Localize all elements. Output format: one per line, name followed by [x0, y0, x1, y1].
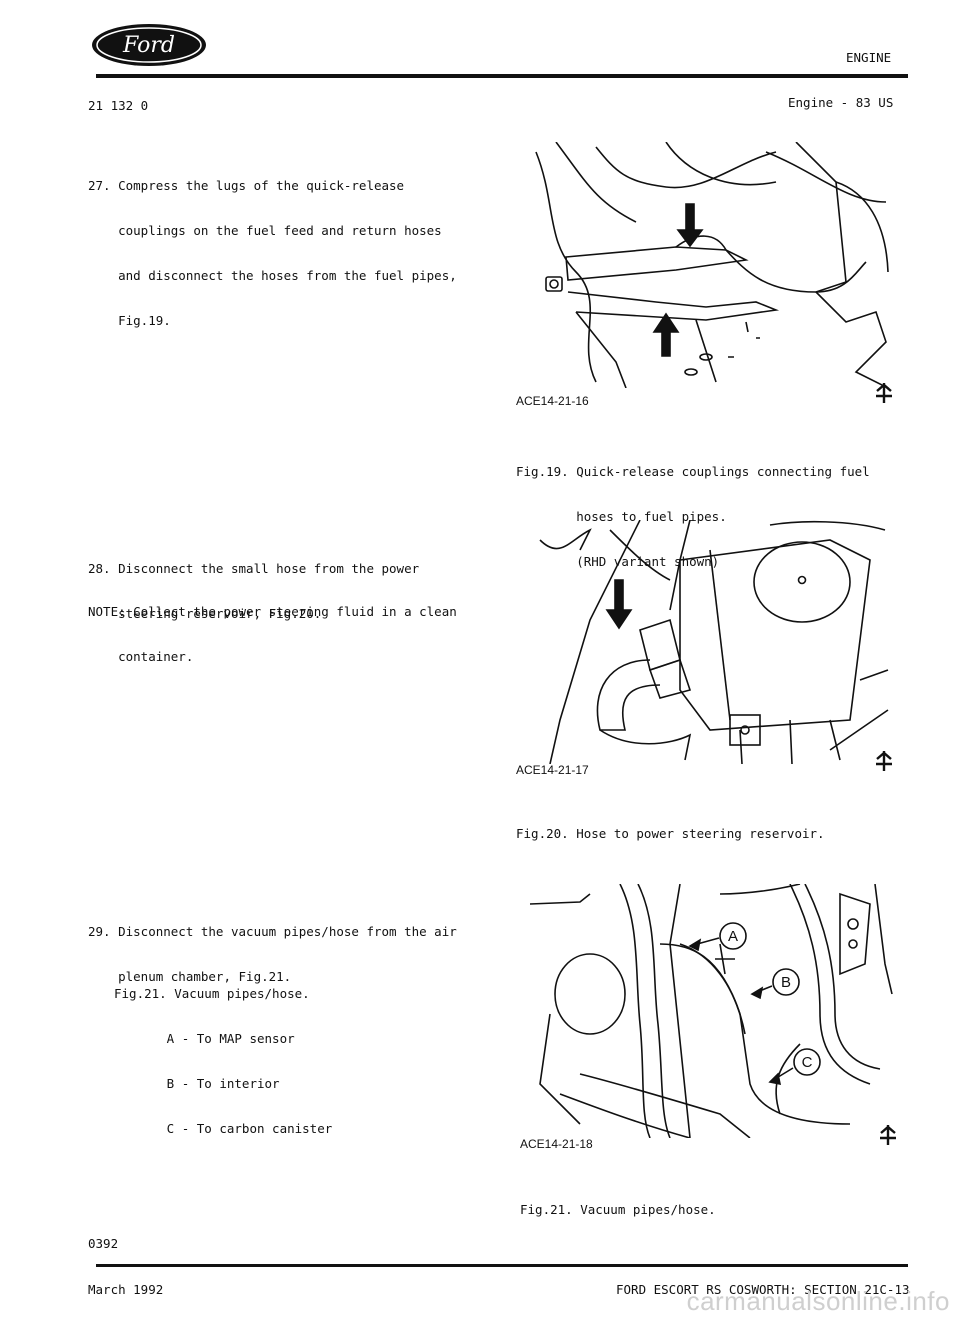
figure-19-ref: ACE14-21-16 [516, 394, 589, 408]
callout-c-label: C [802, 1054, 813, 1071]
step-line: 28. Disconnect the small hose from the p… [88, 561, 420, 576]
ford-logo: Ford [90, 22, 208, 68]
figure-19-caption: Fig.19. Quick-release couplings connecti… [516, 434, 906, 584]
front-arrow-icon [878, 1124, 898, 1146]
section-title: ENGINE [846, 50, 892, 65]
figure-19-illustration [516, 141, 904, 389]
figure-20-illustration [530, 519, 890, 765]
footer-title: FORD ESCORT RS COSWORTH: SECTION 21C-13 [616, 1282, 910, 1297]
footer-date: March 1992 [88, 1282, 164, 1297]
caption-line: hoses to fuel pipes. [516, 509, 727, 524]
ford-logo-text: Ford [122, 33, 175, 58]
footer-rule [96, 1264, 908, 1267]
step-28: 28. Disconnect the small hose from the p… [88, 531, 498, 636]
caption-line: Fig.20. Hose to power steering reservoir… [516, 826, 825, 841]
page-number: 0392 [88, 1236, 119, 1251]
legend-line: C - To carbon canister [114, 1121, 333, 1136]
note: NOTE: Collect the power steering fluid i… [88, 574, 498, 679]
legend-line: Fig.21. Vacuum pipes/hose. [114, 986, 310, 1001]
legend-line: A - To MAP sensor [114, 1031, 295, 1046]
callout-b-label: B [781, 974, 791, 991]
step-line: container. [88, 649, 194, 664]
step-line: 29. Disconnect the vacuum pipes/hose fro… [88, 924, 457, 939]
engine-label: Engine - 83 US [788, 95, 894, 110]
caption-line: Fig.19. Quick-release couplings connecti… [516, 464, 870, 479]
doc-code: 21 132 0 [88, 98, 149, 113]
step-27: 27. Compress the lugs of the quick-relea… [88, 148, 498, 343]
legend-line: B - To interior [114, 1076, 280, 1091]
fig21-legend: Fig.21. Vacuum pipes/hose. A - To MAP se… [114, 956, 524, 1151]
step-29: 29. Disconnect the vacuum pipes/hose fro… [88, 894, 498, 999]
figure-21-caption: Fig.21. Vacuum pipes/hose. [520, 1172, 910, 1232]
front-arrow-icon [874, 750, 894, 772]
caption-line: (RHD variant shown) [516, 554, 720, 569]
step-line: plenum chamber, Fig.21. [88, 969, 292, 984]
step-line: Fig.19. [88, 313, 171, 328]
step-line: couplings on the fuel feed and return ho… [88, 223, 442, 238]
caption-line: Fig.21. Vacuum pipes/hose. [520, 1202, 716, 1217]
figure-21-illustration: A B C [520, 883, 894, 1139]
figure-21-ref: ACE14-21-18 [520, 1137, 593, 1151]
front-arrow-icon [874, 382, 894, 404]
figure-20-ref: ACE14-21-17 [516, 763, 589, 777]
step-line: NOTE: Collect the power steering fluid i… [88, 604, 457, 619]
figure-20-caption: Fig.20. Hose to power steering reservoir… [516, 796, 906, 856]
header-rule [96, 74, 908, 78]
callout-a-label: A [728, 928, 738, 945]
step-line: 27. Compress the lugs of the quick-relea… [88, 178, 405, 193]
watermark: carmanualsonline.info [686, 1286, 950, 1316]
step-line: and disconnect the hoses from the fuel p… [88, 268, 457, 283]
step-line: steering reservoir, Fig.20. [88, 606, 322, 621]
